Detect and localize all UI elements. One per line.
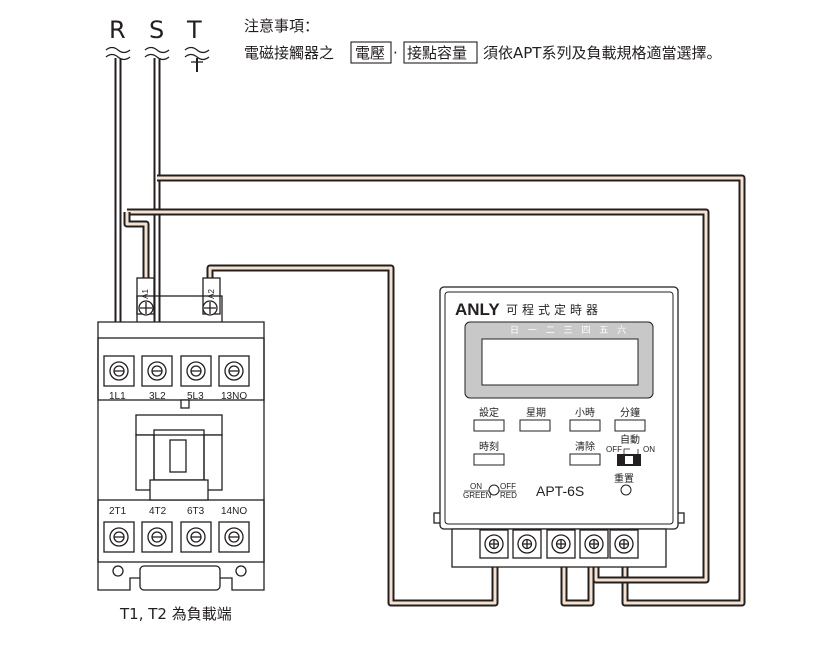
phase-s-label: S xyxy=(149,16,164,44)
mount-hole-right xyxy=(235,565,247,577)
phase-t-label: T xyxy=(186,16,202,44)
top-terminal-block xyxy=(103,355,250,387)
phase-r-label: R xyxy=(109,16,126,44)
coil-label-a2: A2 xyxy=(207,289,216,299)
timer-lcd xyxy=(481,338,639,386)
contactor-indicator xyxy=(180,399,190,409)
btn-hour-label: 小時 xyxy=(575,407,595,419)
note-block: 注意事項： 電磁接觸器之 電壓 · 接點容量 須依APT系列及負載規格適當選擇。 xyxy=(244,17,721,64)
terminal-13no: 13NO xyxy=(221,391,247,402)
auto-switch-knob[interactable] xyxy=(625,456,633,464)
timer-brand: ANLY xyxy=(455,300,500,319)
status-indicator: ON OFF GREEN RED xyxy=(463,482,517,500)
hour-button[interactable] xyxy=(569,419,601,432)
terminal-1l1: 1L1 xyxy=(109,391,126,402)
contactor-mechanism xyxy=(135,414,223,436)
note-heading: 注意事項： xyxy=(244,17,319,35)
phase-labels: R S T xyxy=(105,16,210,72)
note-line-prefix: 電磁接觸器之 xyxy=(244,44,334,62)
auto-label: 自動 xyxy=(620,433,640,446)
mount-hole-left xyxy=(112,565,124,577)
switch-on-label: ON xyxy=(643,445,655,454)
coil-label-a1: A1 xyxy=(141,289,150,299)
reset-button[interactable] xyxy=(620,484,632,496)
reset-control[interactable]: 重置 xyxy=(614,472,634,496)
bottom-terminal-block xyxy=(103,521,250,553)
note-voltage: 電壓 xyxy=(355,44,385,62)
terminal-2t1: 2T1 xyxy=(109,506,127,517)
wires xyxy=(114,58,746,607)
terminal-14no: 14NO xyxy=(221,506,247,517)
btn-clear-label: 清除 xyxy=(575,440,595,453)
timer-terminals xyxy=(479,529,639,559)
reset-label: 重置 xyxy=(614,472,634,485)
indicator-led xyxy=(488,484,500,496)
indicator-on-label: ON xyxy=(470,482,482,491)
timer-day-labels: 日 一 二 三 四 五 六 xyxy=(510,324,629,336)
btn-minute-label: 分鐘 xyxy=(620,406,640,419)
switch-off-label: OFF xyxy=(606,445,622,454)
terminal-4t2: 4T2 xyxy=(149,506,167,517)
terminal-3l2: 3L2 xyxy=(149,391,166,402)
set-button[interactable] xyxy=(473,419,505,432)
note-contact-capacity: 接點容量 xyxy=(407,44,467,62)
week-button[interactable] xyxy=(519,419,551,432)
indicator-red-label: RED xyxy=(500,491,517,500)
clear-button[interactable] xyxy=(569,453,601,466)
contactor: A1 A2 1L1 3L2 5L3 13NO 2T1 4T2 xyxy=(97,277,265,591)
auto-switch[interactable]: 自動 OFF ON xyxy=(606,433,655,466)
note-separator: · xyxy=(393,44,398,62)
timer-display-panel: 日 一 二 三 四 五 六 xyxy=(464,321,654,399)
note-line-suffix: 須依APT系列及負載規格適當選擇。 xyxy=(483,44,721,62)
btn-time-label: 時刻 xyxy=(479,440,499,453)
time-button[interactable] xyxy=(473,453,505,466)
timer-buttons: 設定 星期 小時 分鐘 時刻 清除 xyxy=(473,406,646,466)
ac-symbols xyxy=(105,46,210,72)
btn-set-label: 設定 xyxy=(479,406,499,419)
indicator-green-label: GREEN xyxy=(463,491,492,500)
timer-brand-subtitle: 可程式定時器 xyxy=(506,302,602,317)
btn-week-label: 星期 xyxy=(526,407,546,419)
load-terminal-caption: T1, T2 為負載端 xyxy=(119,605,232,623)
timer-model: APT-6S xyxy=(536,483,584,499)
terminal-6t3: 6T3 xyxy=(187,506,205,517)
ac-wave-icon xyxy=(184,46,210,54)
indicator-off-label: OFF xyxy=(500,482,516,491)
terminal-5l3: 5L3 xyxy=(187,391,204,402)
minute-button[interactable] xyxy=(614,419,646,432)
